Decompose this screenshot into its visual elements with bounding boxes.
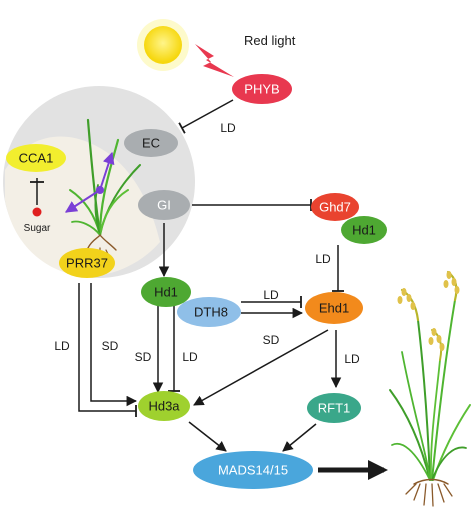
edge-label-prr37-ld: LD: [54, 339, 70, 353]
clock-hands: [64, 151, 115, 213]
rice-plant-icon: [389, 270, 471, 507]
edge-prr37-hd3a-ld: [78, 283, 137, 417]
node-phyb: PHYB: [232, 74, 292, 104]
edge-label-ghd7-ehd1: LD: [315, 252, 331, 266]
node-hd3a-shape: [138, 391, 190, 421]
edge-label-hd1-sd: SD: [135, 350, 152, 364]
node-phyb-label: PHYB: [244, 82, 279, 97]
node-hd1-top-label: Hd1: [352, 223, 376, 238]
edge-label-phyb-ec: LD: [220, 121, 236, 135]
node-cca1-shape: [6, 144, 66, 172]
edge-phyb-ec: [178, 99, 234, 134]
node-ec-label: EC: [142, 136, 160, 151]
edge-label-hd1-ld: LD: [182, 350, 198, 364]
edge-prr37-hd3a-sd: [90, 283, 138, 407]
sugar-label: Sugar: [24, 223, 51, 234]
lightning-icon: [195, 44, 234, 77]
node-ehd1-label: Ehd1: [319, 301, 349, 316]
edge-hd3a-mads: [188, 421, 227, 452]
edge-rft1-mads: [282, 423, 317, 452]
edge-ehd1-hd3a: [193, 329, 329, 406]
edge-label-dth8-ehd1-ld: LD: [263, 288, 279, 302]
node-prr37-label: PRR37: [66, 256, 108, 271]
edge-label-ehd1-rft1: LD: [344, 352, 360, 366]
node-dth8-label: DTH8: [194, 305, 228, 320]
sun-icon: [137, 19, 189, 71]
node-hd1-mid-label: Hd1: [154, 285, 178, 300]
node-gi-label: GI: [157, 198, 171, 213]
node-dth8-shape: [177, 297, 241, 327]
node-prr37-shape: [59, 248, 115, 278]
edge-label-prr37-sd: SD: [102, 339, 119, 353]
node-cca1: CCA1: [6, 144, 66, 172]
node-mads-label: MADS14/15: [218, 463, 288, 478]
node-ghd7-shape: [311, 193, 359, 221]
node-hd3a-label: Hd3a: [148, 399, 180, 414]
node-rft1-shape: [307, 393, 361, 423]
node-ehd1: Ehd1: [305, 292, 363, 324]
node-dth8: DTH8: [177, 297, 241, 327]
node-mads: MADS14/15: [193, 451, 313, 489]
node-rft1-label: RFT1: [318, 401, 351, 416]
cca1-sugar-edge: [30, 178, 44, 205]
node-prr37: PRR37: [59, 248, 115, 278]
edge-label-dth8-ehd1-sd: SD: [263, 333, 280, 347]
node-ehd1-shape: [305, 292, 363, 324]
node-gi-shape: [138, 190, 190, 220]
node-rft1: RFT1: [307, 393, 361, 423]
node-hd1-mid-shape: [141, 277, 191, 307]
red-light-label: Red light: [244, 33, 296, 48]
node-gi: GI: [138, 190, 190, 220]
node-ghd7: Ghd7: [311, 193, 359, 221]
node-hd1-top-shape: [341, 216, 387, 244]
node-cca1-label: CCA1: [19, 151, 54, 166]
node-mads-shape: [193, 451, 313, 489]
node-ghd7-label: Ghd7: [319, 200, 351, 215]
sugar-dot: [32, 207, 42, 217]
node-ec-shape: [124, 129, 178, 157]
node-phyb-shape: [232, 74, 292, 104]
node-hd1-mid: Hd1: [141, 277, 191, 307]
node-hd1-top: Hd1: [341, 216, 387, 244]
node-hd3a: Hd3a: [138, 391, 190, 421]
node-ec: EC: [124, 129, 178, 157]
